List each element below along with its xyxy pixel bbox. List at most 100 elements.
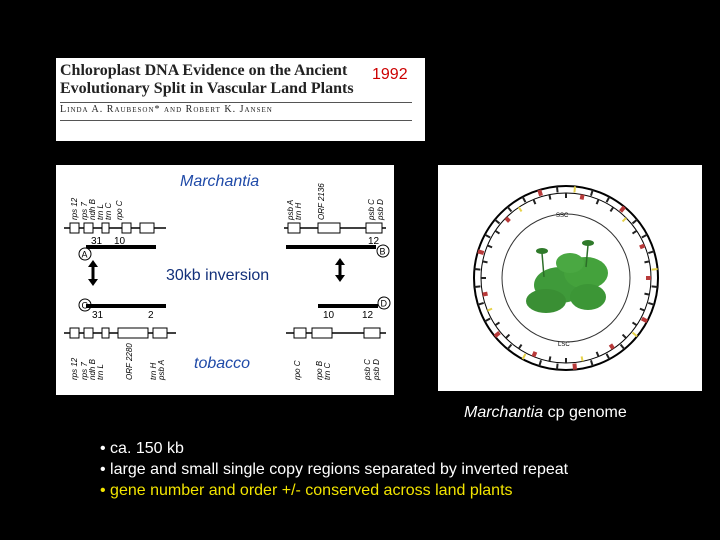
gene-block [640,316,649,324]
gene-block [641,233,648,239]
gene-label: ORF 2280 [125,343,134,380]
gene-block [474,267,481,271]
gene-label: psb A [157,360,166,381]
gene-block [487,244,493,249]
paper-rule-top [60,102,412,103]
gene-block [580,356,584,362]
gene-block [493,331,501,338]
gene-block [631,321,638,327]
gene-block [573,186,577,193]
gene-label: rps 7 [80,202,89,220]
gene-block [579,194,585,200]
inversion-label: 30kb inversion [166,267,270,284]
gene-block [619,343,626,350]
gene-block [631,229,638,235]
ssc-region-label: SSC [556,213,569,219]
gene-block [521,353,527,360]
gene-label: rps 7 [80,362,89,380]
gene-block [494,321,501,327]
gene-block [595,199,600,205]
gene-block [494,229,501,235]
gene-label: trn H [294,202,303,220]
gene-block [605,196,611,203]
gene-block [494,218,501,225]
gene-block [619,205,626,213]
marchantia-plant-illustration [526,240,608,313]
gene-block [532,199,537,205]
circular-genome-map: SSC LSC [473,185,659,371]
gene-block [621,217,627,223]
lsc-region-label: LSC [558,342,570,348]
gene-block [595,351,600,357]
gene-label: rps 12 [70,357,79,380]
junction-b-label: B [380,247,386,257]
gene-block [639,307,645,312]
junction-d-label: D [381,299,388,309]
gene-block [555,186,559,193]
paper-title: Chloroplast DNA Evidence on the Ancient … [60,62,360,98]
junction-a-label: A [82,250,88,260]
inversion-arrow-right [335,258,345,282]
gene-block [548,356,552,362]
gene-block [484,233,491,239]
junction-a-marker [78,247,92,261]
bottom-gene-boxes [69,327,381,339]
bottom-fragment-10: 10 [323,310,335,321]
top-gene-boxes [69,222,383,234]
gene-label: rps 12 [70,197,79,220]
inversion-arrow-left [88,260,98,286]
genome-map-panel: SSC LSC [438,165,702,391]
gene-block [477,249,485,255]
gene-label: psb D [372,359,381,381]
gene-block [644,292,650,296]
gene-block [517,343,523,350]
gene-block [521,196,527,203]
genome-outer-ring [473,185,659,371]
gene-block [487,307,493,312]
gene-label: trn H [149,362,158,380]
gene-block [477,302,484,306]
gene-block [482,260,488,264]
gene-block [506,206,513,213]
gene-block [505,333,511,339]
junction-c-label: C [82,301,89,311]
gene-block [482,291,488,297]
gene-block [609,206,615,213]
gene-label: trn C [323,362,332,380]
bullet-item: • gene number and order +/- conserved ac… [100,482,513,499]
genome-caption-species: Marchantia [464,404,544,421]
top-organism-label: Marchantia [180,173,260,190]
genome-region-ring [501,213,631,343]
gene-block [572,363,578,370]
top-fragment-31: 31 [91,236,103,247]
top-fragment-10: 10 [114,236,126,247]
gene-block [555,363,559,370]
gene-label: psb D [376,199,385,221]
gene-block [517,206,523,213]
bullet-list: • ca. 150 kb • large and small single co… [100,438,568,501]
gene-label: trn L [96,364,105,380]
gene-block [648,302,655,306]
gene-block [531,351,538,358]
gene-block [621,333,627,339]
gene-label: rpo B [315,360,324,380]
bullet-item: • large and small single copy regions se… [100,461,569,478]
gene-label: psb A [286,200,295,221]
paper-authors: Linda A. Raubeson* and Robert K. Jansen [60,104,273,115]
genome-caption: Marchantia cp genome [464,404,627,422]
gene-block [651,285,658,289]
bottom-fragment-31: 31 [92,310,104,321]
gene-block [605,353,611,360]
gene-block [644,260,650,264]
gene-block [506,343,513,350]
gene-block [537,189,543,197]
top-fragment-12: 12 [368,236,380,247]
genome-gene-blocks [474,186,658,370]
gene-block [538,360,542,367]
gene-block [608,343,615,350]
gene-label: trn L [96,204,105,220]
gene-block [651,267,658,271]
bottom-fragment-12: 12 [362,310,374,321]
